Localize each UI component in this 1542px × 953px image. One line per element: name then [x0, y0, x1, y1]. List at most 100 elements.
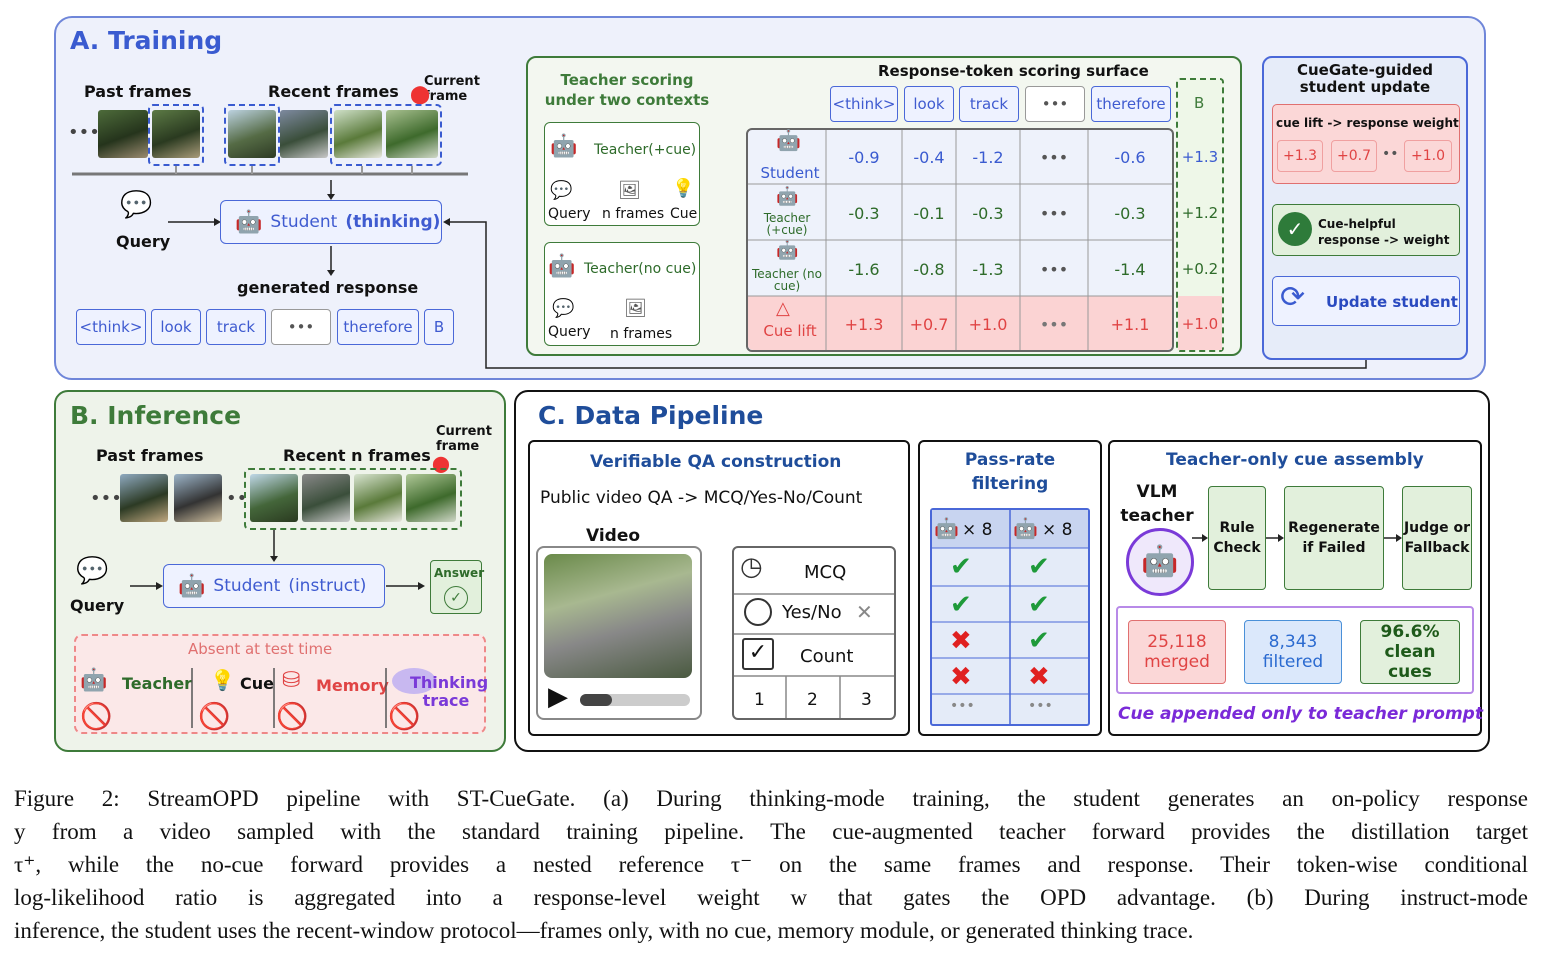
- row-label: Student: [760, 164, 820, 182]
- student-thinking-box: 🤖 Student (thinking): [220, 200, 442, 244]
- score-cell: -0.1: [913, 203, 945, 223]
- mcq-label: MCQ: [804, 562, 847, 583]
- response-token: look: [151, 309, 201, 345]
- robot-icon: 🤖: [235, 209, 263, 235]
- recent-window-box: [244, 468, 462, 530]
- play-icon: ▶: [548, 682, 568, 712]
- radio-icon: [744, 598, 772, 626]
- video-frame: [302, 474, 350, 522]
- past-frames-label: Past frames: [96, 446, 204, 465]
- ellipsis-dots: •••: [1028, 698, 1053, 714]
- surface-col-header: B: [1194, 94, 1205, 112]
- cue-lift-row-bg: [748, 296, 1172, 350]
- student-mode-label: (thinking): [345, 212, 441, 232]
- cue-lift-cell: +1.0: [968, 314, 1008, 334]
- response-token: •••: [271, 309, 331, 345]
- pipeline-step: Rule Check: [1208, 486, 1266, 590]
- pass-header-label: × 8: [1042, 520, 1073, 540]
- stat-merged: 25,118 merged: [1128, 620, 1226, 684]
- video-frame: [98, 110, 148, 158]
- n-frames-label: n frames: [602, 206, 665, 222]
- score-cell: -0.3: [972, 203, 1004, 223]
- caption-line: y from a video sampled with the standard…: [14, 819, 1528, 844]
- cross-icon: ✖: [1028, 662, 1050, 692]
- prohibited-icon: 🚫: [388, 702, 421, 732]
- cue-lift-cell: +0.7: [909, 314, 949, 334]
- weight-chip: +0.7: [1331, 140, 1377, 172]
- pipeline-title: C. Data Pipeline: [538, 401, 764, 430]
- count-option: 2: [807, 690, 818, 710]
- robot-icon: 🤖: [776, 128, 801, 152]
- query-icon: 💬: [552, 298, 575, 319]
- answer-label: Answer: [434, 566, 485, 580]
- score-cell: +1.2: [1181, 204, 1219, 222]
- weight-chip: +1.0: [1404, 140, 1452, 172]
- score-cell: •••: [1039, 147, 1069, 167]
- surface-col-header: •••: [1025, 86, 1085, 122]
- cue-assembly-box: [1108, 440, 1482, 736]
- ellipsis-dots: •••: [90, 488, 122, 509]
- response-token: B: [424, 309, 454, 345]
- past-window-box: [148, 104, 204, 166]
- video-frame: [386, 110, 438, 158]
- cue-lift-cell: •••: [1039, 314, 1069, 334]
- score-cell: -0.8: [913, 259, 945, 279]
- caption-line: τ⁺, while the no-cue forward provides a …: [14, 852, 1528, 877]
- robot-icon: 🤖: [178, 573, 206, 599]
- query-label: Query: [548, 324, 591, 340]
- prohibited-icon: 🚫: [276, 702, 309, 732]
- surface-col-header: track: [959, 86, 1019, 122]
- caption-line: Figure 2: StreamOPD pipeline with ST-Cue…: [14, 786, 1528, 811]
- inference-title: B. Inference: [70, 401, 242, 430]
- video-frame: [228, 110, 276, 158]
- stat-value: 8,343: [1268, 632, 1318, 652]
- query-label: Query: [548, 206, 591, 222]
- vlm-teacher-icon: 🤖: [1126, 528, 1194, 596]
- query-label: Query: [116, 232, 171, 251]
- recent-window-box: [224, 104, 280, 166]
- weight-chip: +1.3: [1277, 140, 1323, 172]
- recent-frames-label: Recent frames: [268, 82, 399, 101]
- cross-icon: ✖: [950, 626, 972, 656]
- prohibited-icon: 🚫: [80, 702, 113, 732]
- robot-icon: 🤖: [80, 668, 108, 693]
- robot-icon: 🤖: [1013, 516, 1038, 540]
- video-frame: [334, 110, 382, 158]
- ellipsis-dots: •••: [950, 698, 975, 714]
- n-frames-label: n frames: [610, 326, 673, 342]
- stat-value: 25,118: [1147, 632, 1207, 652]
- caption-line: log-likelihood ratio is aggregated into …: [14, 885, 1528, 910]
- robot-icon: 🤖: [548, 254, 576, 279]
- generated-response-label: generated response: [237, 278, 419, 297]
- cue-label: Cue: [670, 206, 698, 222]
- stat-clean: 96.6% clean cues: [1360, 620, 1460, 684]
- pipeline-arrows: [1192, 534, 1402, 542]
- cue-lift-cell: +1.0: [1181, 315, 1219, 333]
- check-icon: ✔: [1028, 552, 1050, 582]
- stat-value: 96.6%: [1380, 622, 1440, 642]
- current-frame-label: Current frame: [424, 74, 480, 104]
- cue-helpful-label: Cue-helpful response -> weight: [1318, 217, 1450, 247]
- absent-label: Absent at test time: [188, 640, 333, 658]
- refresh-icon: ⟳: [1280, 280, 1306, 315]
- cue-lift-weight-box: [1272, 104, 1460, 184]
- video-frame: [152, 110, 200, 158]
- question-types-grid: [734, 593, 894, 718]
- absent-item: Memory: [316, 676, 389, 695]
- student-label: Student: [213, 576, 281, 596]
- database-icon: ⛁: [282, 668, 301, 693]
- ellipsis-dots: •••: [68, 122, 100, 143]
- student-label: Student: [270, 212, 338, 232]
- count-option: 3: [861, 690, 872, 710]
- clock-icon: ◷: [740, 552, 763, 582]
- check-icon: ✔: [1028, 626, 1050, 656]
- surface-col-header: <think>: [830, 86, 898, 122]
- video-frame: [174, 474, 222, 522]
- cue-lift-cell: +1.3: [844, 314, 884, 334]
- student-mode-label: (instruct): [288, 576, 367, 596]
- score-cell: -0.3: [848, 203, 880, 223]
- pass-table-grid: [932, 510, 1088, 724]
- image-icon: 🖼: [618, 180, 641, 201]
- teacher-nocue-box: [544, 242, 700, 346]
- current-frame-label: Current frame: [436, 424, 492, 454]
